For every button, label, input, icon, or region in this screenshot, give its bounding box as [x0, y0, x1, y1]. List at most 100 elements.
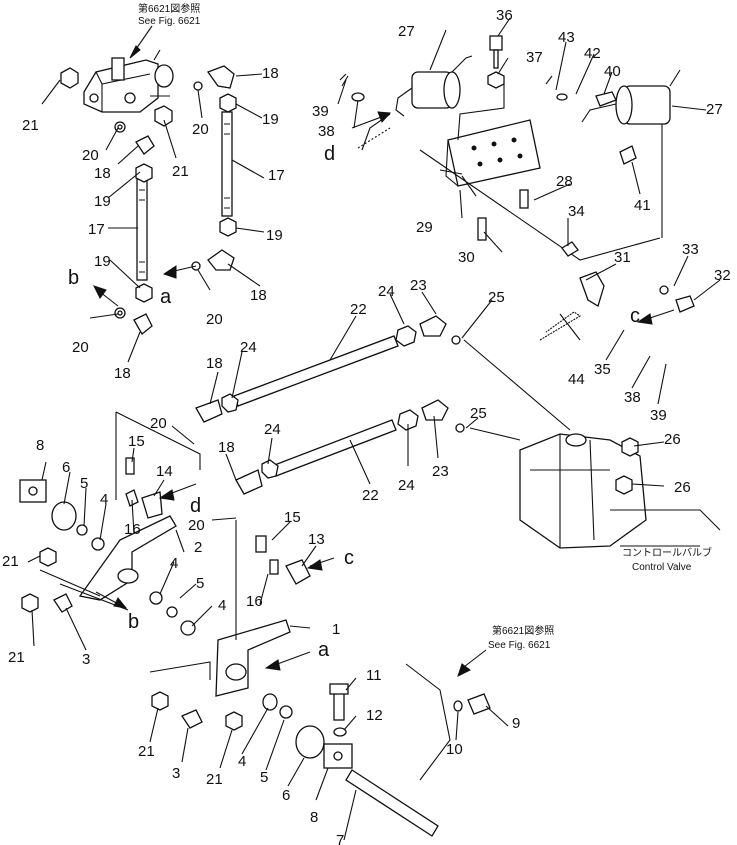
connection-letter-c-right: c	[630, 305, 640, 327]
callout-28: 28	[556, 173, 573, 190]
callout-15: 15	[128, 433, 145, 450]
see-fig-note-bottom-en: See Fig. 6621	[488, 640, 551, 651]
connection-letter-b-top: b	[68, 267, 79, 289]
callout-22: 22	[350, 301, 367, 318]
callout-38: 38	[624, 389, 641, 406]
callout-14: 14	[156, 463, 173, 480]
callout-19: 19	[94, 193, 111, 210]
connection-letter-a-bottom: a	[318, 639, 330, 661]
callout-18: 18	[262, 65, 279, 82]
pipe-right	[221, 111, 233, 217]
callout-12: 12	[366, 707, 383, 724]
callout-21: 21	[206, 771, 223, 788]
callout-5: 5	[196, 575, 204, 592]
callout-21: 21	[2, 553, 19, 570]
connection-letter-c-center: c	[344, 547, 354, 569]
notes: 第6621図参照 See Fig. 6621 第6621図参照 See Fig.…	[138, 2, 712, 651]
callout-13: 13	[308, 531, 325, 548]
callout-21: 21	[8, 649, 25, 666]
callout-5: 5	[80, 475, 88, 492]
solenoid-left	[357, 55, 473, 151]
callout-6: 6	[62, 459, 70, 476]
callout-19: 19	[262, 111, 279, 128]
callout-4: 4	[238, 753, 246, 770]
control-valve-label-en: Control Valve	[632, 562, 692, 573]
callout-17: 17	[88, 221, 105, 238]
callout-20: 20	[206, 311, 223, 328]
callout-35: 35	[594, 361, 611, 378]
callout-22: 22	[362, 487, 379, 504]
callout-44: 44	[568, 371, 585, 388]
callout-19: 19	[266, 227, 283, 244]
callout-5: 5	[260, 769, 268, 786]
callout-29: 29	[416, 219, 433, 236]
callout-2: 2	[194, 539, 202, 556]
connection-letter-a-top: a	[160, 286, 172, 308]
callout-15: 15	[284, 509, 301, 526]
callout-24: 24	[398, 477, 415, 494]
callout-31: 31	[614, 249, 631, 266]
callout-27: 27	[398, 23, 415, 40]
callout-20: 20	[72, 339, 89, 356]
callout-42: 42	[584, 45, 601, 62]
callout-40: 40	[604, 63, 621, 80]
callout-24: 24	[264, 421, 281, 438]
callout-7: 7	[336, 832, 344, 845]
callout-9: 9	[512, 715, 520, 732]
arrows	[93, 111, 675, 677]
callout-11: 11	[366, 667, 382, 684]
connection-letter-b-bottom: b	[128, 611, 139, 633]
callout-20: 20	[150, 415, 167, 432]
callout-20: 20	[192, 121, 209, 138]
callout-4: 4	[170, 555, 178, 572]
control-valve-label-jp: コントロールバルブ	[622, 546, 712, 559]
see-fig-note-bottom-jp: 第6621図参照	[492, 624, 554, 637]
callout-36: 36	[496, 7, 513, 24]
callout-19: 19	[94, 253, 111, 270]
rod-upper	[195, 315, 461, 423]
see-fig-note-top-en: See Fig. 6621	[138, 16, 201, 27]
valve-block-assembly	[83, 25, 174, 113]
callout-25: 25	[470, 405, 487, 422]
callout-21: 21	[138, 743, 155, 760]
callout-37: 37	[526, 49, 543, 66]
callout-26: 26	[674, 479, 691, 496]
callout-4: 4	[218, 597, 226, 614]
callout-18: 18	[94, 165, 111, 182]
callout-16: 16	[124, 521, 141, 538]
connection-letters: a a b b c c d d	[68, 143, 640, 661]
callouts: 21 20 18 21 20 18 19 19 17 17 19 19 20 1…	[2, 7, 731, 845]
rod-lower	[235, 339, 571, 495]
callout-39: 39	[650, 407, 667, 424]
callout-3: 3	[82, 651, 90, 668]
fittings-top-left	[60, 65, 237, 335]
callout-16: 16	[246, 593, 263, 610]
callout-21: 21	[22, 117, 39, 134]
see-fig-note-top-jp: 第6621図参照	[138, 2, 200, 15]
callout-33: 33	[682, 241, 699, 258]
callout-10: 10	[446, 741, 463, 758]
callout-25: 25	[488, 289, 505, 306]
callout-41: 41	[634, 197, 651, 214]
callout-8: 8	[36, 437, 44, 454]
callout-18: 18	[114, 365, 131, 382]
callout-18: 18	[206, 355, 223, 372]
callout-20: 20	[188, 517, 205, 534]
callout-1: 1	[332, 621, 340, 638]
connection-letter-d-top: d	[324, 143, 335, 165]
callout-24: 24	[240, 339, 257, 356]
callout-18: 18	[250, 287, 267, 304]
pipe-left	[136, 175, 148, 281]
callout-6: 6	[282, 787, 290, 804]
callout-32: 32	[714, 267, 731, 284]
callout-17: 17	[268, 167, 285, 184]
callout-23: 23	[432, 463, 449, 480]
callout-26: 26	[664, 431, 681, 448]
callout-4: 4	[100, 491, 108, 508]
mounting-bracket	[439, 84, 541, 197]
callout-23: 23	[410, 277, 427, 294]
callout-39: 39	[312, 103, 329, 120]
callout-30: 30	[458, 249, 475, 266]
lever-assembly-center	[149, 520, 491, 837]
